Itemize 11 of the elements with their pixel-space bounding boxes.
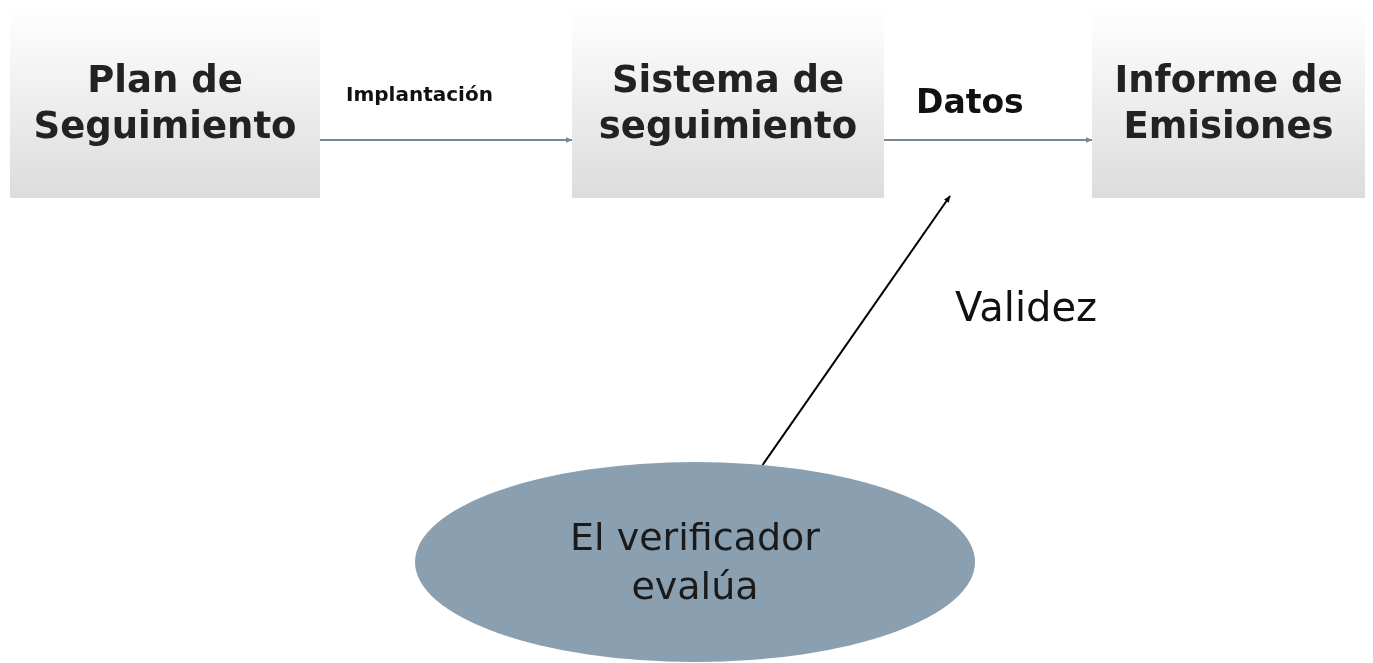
node-label: Plan de Seguimiento xyxy=(32,56,298,149)
arrow xyxy=(761,195,951,466)
node-label: Informe de Emisiones xyxy=(1113,56,1344,149)
node-label: Sistema de seguimiento xyxy=(597,56,859,149)
edge-label: Datos xyxy=(916,82,1024,121)
ellipse-node xyxy=(415,462,975,662)
node-label: El verificador evalúa xyxy=(569,513,821,610)
arrow xyxy=(883,137,1093,143)
arrow xyxy=(319,137,573,143)
edge-label: Implantación xyxy=(346,82,493,106)
edge-label: Validez xyxy=(955,284,1097,330)
